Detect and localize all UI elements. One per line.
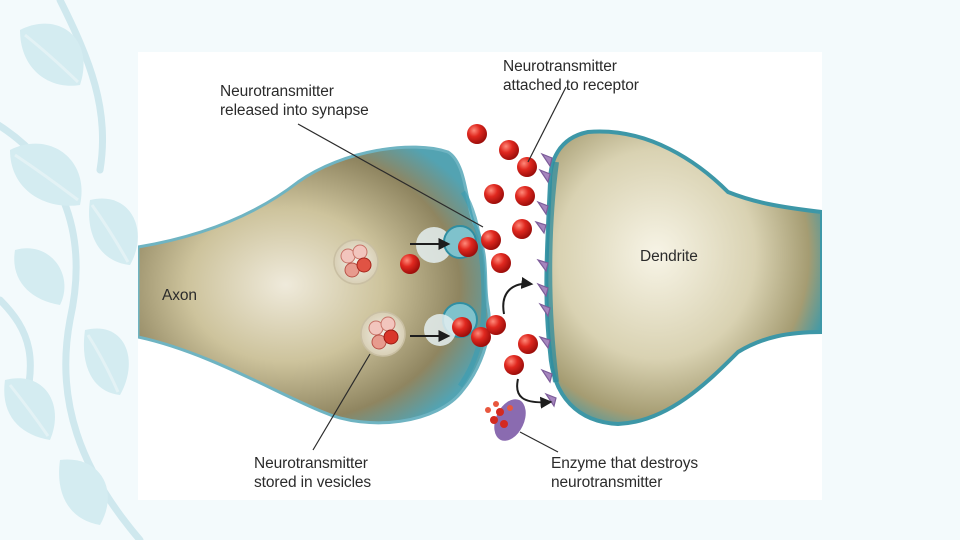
leader-released xyxy=(297,123,484,228)
label-stored-in-vesicles: Neurotransmitter stored in vesicles xyxy=(254,455,372,491)
neurotransmitter-molecules xyxy=(400,124,538,375)
label-attached-to-receptor: Neurotransmitter attached to receptor xyxy=(503,58,639,94)
leader-enzyme xyxy=(519,431,559,453)
synapse-illustration xyxy=(138,86,822,453)
bind-arrow-top xyxy=(502,276,534,315)
leader-attached xyxy=(527,86,567,163)
bind-arrow-bottom xyxy=(516,378,553,409)
label-released-into-synapse: Neurotransmitter released into synapse xyxy=(220,83,369,119)
dendrite-head xyxy=(544,129,822,427)
label-axon: Axon xyxy=(162,287,197,304)
enzyme xyxy=(485,399,526,441)
axon-terminal xyxy=(138,145,491,425)
label-dendrite: Dendrite xyxy=(640,248,698,265)
leader-stored xyxy=(312,353,371,451)
label-enzyme: Enzyme that destroys neurotransmitter xyxy=(551,455,699,491)
synapse-diagram: Neurotransmitter released into synapse N… xyxy=(138,52,822,500)
